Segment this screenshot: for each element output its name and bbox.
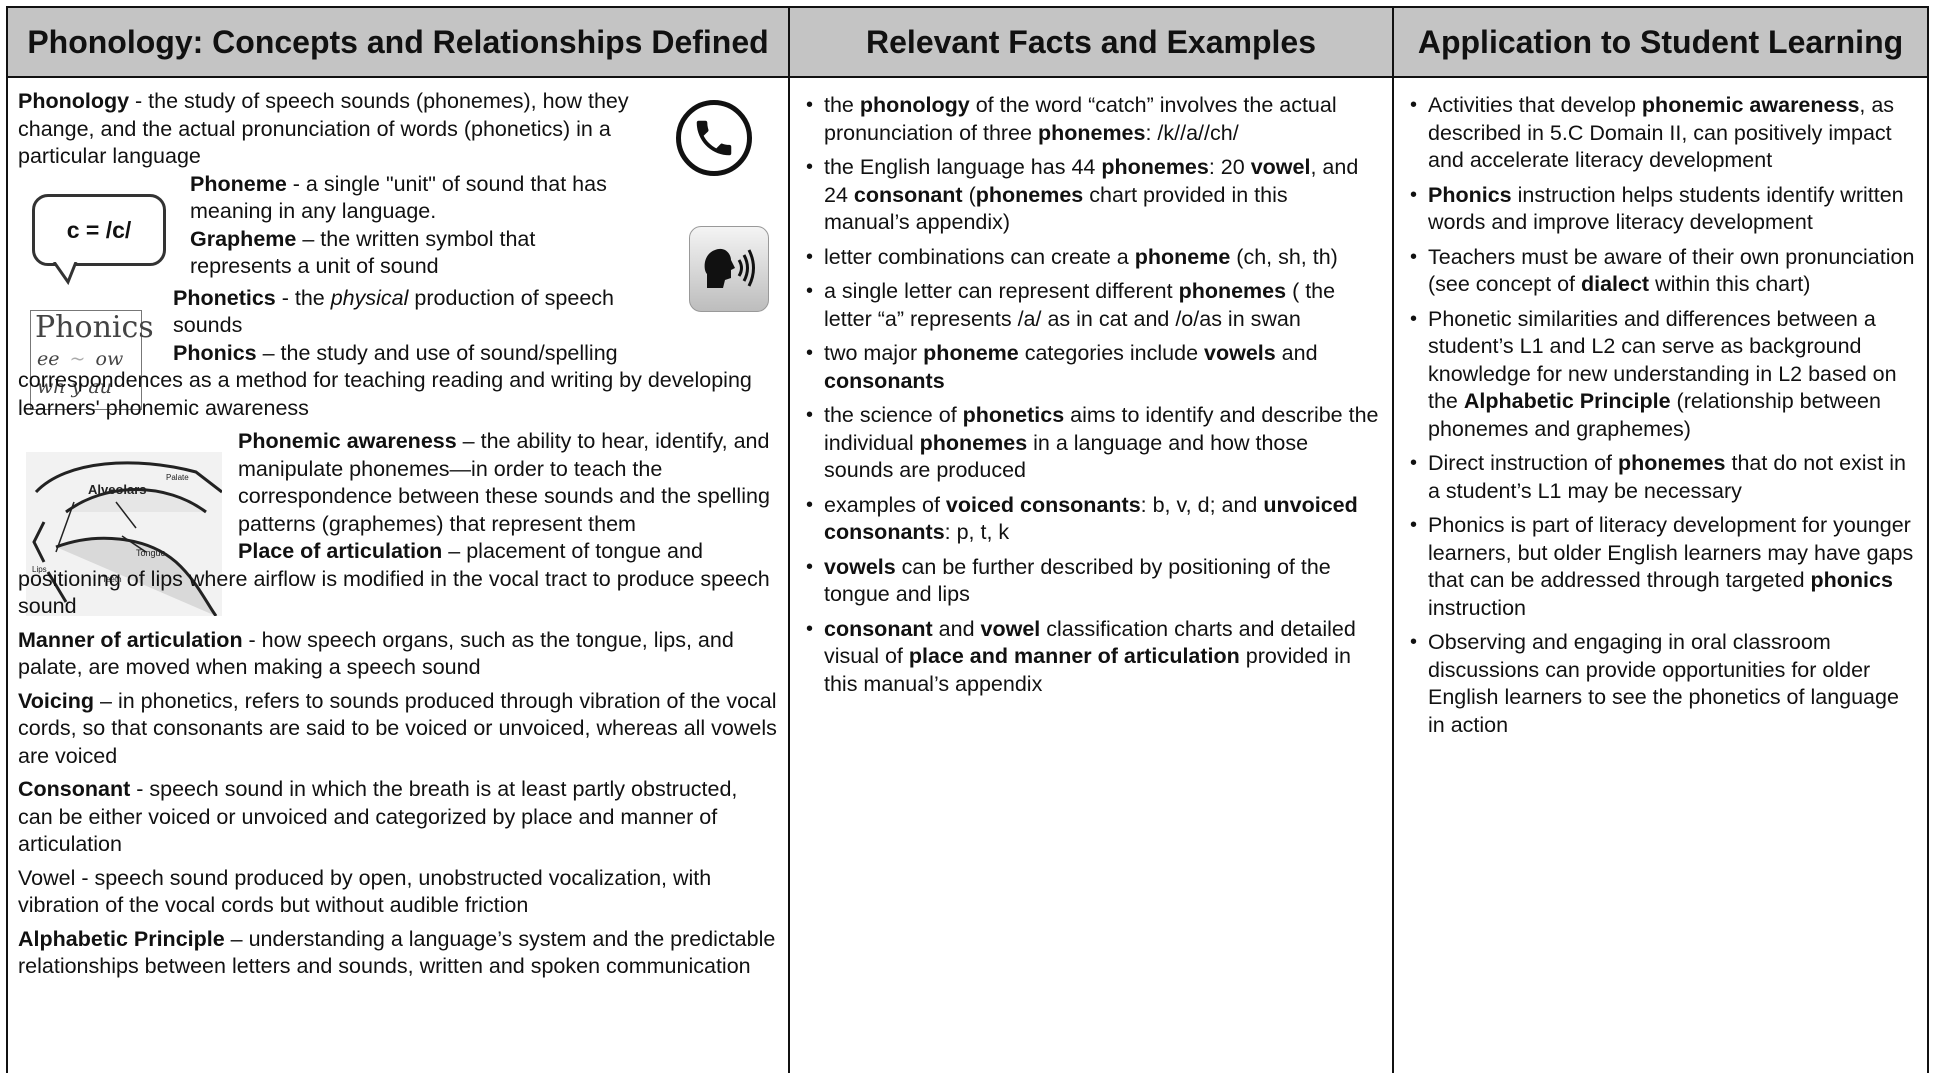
label-lips: Lips <box>32 565 47 574</box>
def-phonics: Phonics – the study and use of sound/spe… <box>18 340 752 420</box>
fact-item: the phonology of the word “catch” involv… <box>804 92 1379 147</box>
grapheme-speech-bubble: c = /c/ <box>32 194 166 266</box>
def-phoneme: Phoneme - a single "unit" of sound that … <box>190 171 607 224</box>
application-item: Direct instruction of phonemes that do n… <box>1408 450 1916 505</box>
vocal-tract-diagram: Alveolars Palate Tongue Lips Teeth <box>26 452 223 617</box>
application-item: Phonics instruction helps students ident… <box>1408 182 1916 237</box>
phonics-wh: wh <box>37 376 66 398</box>
phonics-ee: ee <box>37 348 60 370</box>
def-place-of-articulation: Place of articulation – placement of ton… <box>18 539 770 618</box>
phonics-image: Phonics ee ~ ow wh y au <box>30 310 154 410</box>
header-concepts: Phonology: Concepts and Relationships De… <box>6 6 790 78</box>
label-alveolars: Alveolars <box>88 482 147 497</box>
label-palate: Palate <box>166 473 189 482</box>
label-tongue: Tongue <box>136 548 166 558</box>
def-phonetics: Phonetics - the physical production of s… <box>173 285 614 338</box>
header-facts: Relevant Facts and Examples <box>788 6 1394 78</box>
phonics-au: au <box>88 376 112 398</box>
application-item: Phonics is part of literacy development … <box>1408 512 1916 622</box>
def-grapheme: Grapheme – the written symbol that repre… <box>190 226 536 279</box>
def-consonant: Consonant - speech sound in which the br… <box>18 777 738 856</box>
column-divider <box>1392 76 1394 1073</box>
bubble-text: c = /c/ <box>66 216 132 243</box>
def-alphabetic-principle: Alphabetic Principle – understanding a l… <box>18 926 776 979</box>
application-item: Observing and engaging in oral classroom… <box>1408 629 1916 739</box>
fact-item: consonant and vowel classification chart… <box>804 616 1379 699</box>
fact-item: the science of phonetics aims to identif… <box>804 402 1379 485</box>
column-divider <box>6 76 8 1073</box>
fact-item: letter combinations can create a phoneme… <box>804 244 1379 272</box>
phonics-y: y <box>71 376 83 398</box>
def-phonemic-awareness: Phonemic awareness – the ability to hear… <box>238 429 770 536</box>
phone-icon <box>676 100 752 176</box>
column-divider <box>1927 76 1929 1073</box>
application-item: Teachers must be aware of their own pron… <box>1408 244 1916 299</box>
fact-item: vowels can be further described by posit… <box>804 554 1379 609</box>
def-voicing: Voicing – in phonetics, refers to sounds… <box>18 688 777 768</box>
header-application: Application to Student Learning <box>1392 6 1929 78</box>
phonology-table: Phonology: Concepts and Relationships De… <box>6 6 1929 1073</box>
fact-item: examples of voiced consonants: b, v, d; … <box>804 492 1379 547</box>
application-item: Phonetic similarities and differences be… <box>1408 306 1916 444</box>
column-divider <box>788 76 790 1073</box>
application-column: Activities that develop phonemic awarene… <box>1408 92 1916 746</box>
application-item: Activities that develop phonemic awarene… <box>1408 92 1916 175</box>
speaking-head-icon <box>689 226 769 312</box>
label-teeth: Teeth <box>102 575 122 584</box>
fact-item: a single letter can represent different … <box>804 278 1379 333</box>
concepts-column: Phonology - the study of speech sounds (… <box>18 88 778 987</box>
def-manner-of-articulation: Manner of articulation - how speech orga… <box>18 627 734 680</box>
phonics-word: Phonics <box>35 310 154 345</box>
fact-item: the English language has 44 phonemes: 20… <box>804 154 1379 237</box>
fact-item: two major phoneme categories include vow… <box>804 340 1379 395</box>
def-phonology: Phonology - the study of speech sounds (… <box>18 89 629 168</box>
phonics-ow: ow <box>95 348 124 370</box>
def-vowel: Vowel - speech sound produced by open, u… <box>18 865 712 918</box>
bubble-tail <box>52 262 78 286</box>
facts-column: the phonology of the word “catch” involv… <box>804 92 1379 705</box>
